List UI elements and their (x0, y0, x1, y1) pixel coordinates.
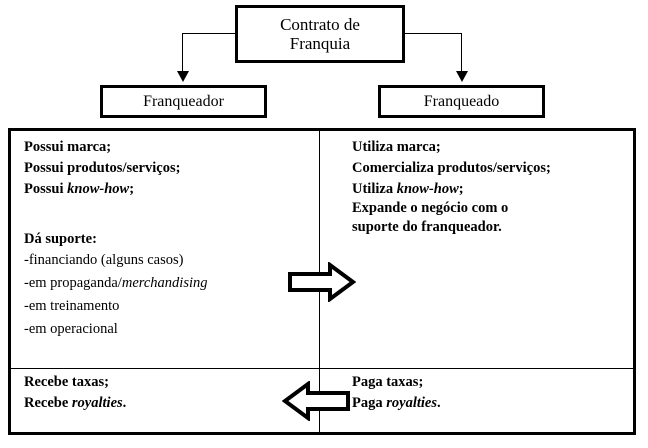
know-how-suffix: ; (129, 181, 135, 197)
support-heading: Dá suporte: (24, 231, 97, 247)
connector-left-arrowhead-icon (177, 71, 189, 82)
connector-right-horizontal (404, 33, 462, 34)
list-item: -em propaganda/merchandising (24, 276, 309, 299)
support-media-term: merchandising (121, 275, 208, 291)
know-how-term: know-how (396, 181, 459, 197)
royalties-suffix: . (436, 395, 441, 411)
list-item: Possui marca; (24, 139, 112, 155)
franqueador-box: Franqueador (100, 85, 267, 118)
list-item: suporte do franqueador. (352, 219, 502, 235)
know-how-prefix: Possui (24, 181, 68, 197)
list-item: Utiliza marca; (352, 139, 441, 155)
connector-right-arrowhead-icon (456, 71, 468, 82)
royalties-prefix: Recebe (24, 395, 72, 411)
list-item: Paga taxas; (352, 374, 424, 390)
contract-title-line-1: Contrato de (280, 14, 360, 34)
contract-title-line-2: Franquia (289, 34, 351, 53)
panel-horizontal-divider (11, 368, 633, 369)
franqueador-attributes-list: Possui marca; Possui produtos/serviços; … (24, 140, 304, 203)
know-how-term: know-how (67, 181, 130, 197)
connector-right-vertical (461, 33, 462, 72)
contract-title-text: Contrato de Franquia (280, 15, 360, 53)
franqueador-box-label: Franqueador (143, 92, 224, 110)
franqueado-payment-list: Paga taxas; Paga royalties. (352, 375, 612, 417)
list-item: -em operacional (24, 321, 118, 337)
royalties-suffix: . (122, 395, 127, 411)
list-item: Possui produtos/serviços; (24, 160, 181, 176)
franqueado-attributes-list: Utiliza marca; Comercializa produtos/ser… (352, 140, 622, 239)
list-item: Possui know-how; (24, 182, 304, 203)
contract-title-box: Contrato de Franquia (235, 5, 405, 63)
flow-arrow-left-icon (281, 380, 350, 426)
support-media-prefix: -em propaganda/ (24, 275, 122, 291)
connector-left-vertical (182, 33, 183, 72)
list-item: -em treinamento (24, 298, 120, 314)
franqueado-box: Franqueado (378, 85, 545, 118)
know-how-suffix: ; (458, 181, 464, 197)
list-item: Utiliza know-how; (352, 182, 622, 201)
royalties-term: royalties (386, 395, 437, 411)
list-item: Paga royalties. (352, 396, 612, 417)
franqueador-revenue-list: Recebe taxas; Recebe royalties. (24, 375, 294, 417)
connector-left-horizontal (182, 33, 236, 34)
franqueador-support-list: Dá suporte: -financiando (alguns casos) … (24, 232, 309, 345)
list-item: Recebe taxas; (24, 374, 109, 390)
list-item: Comercializa produtos/serviços; (352, 160, 551, 176)
list-item: Recebe royalties. (24, 396, 294, 417)
list-item: -financiando (alguns casos) (24, 252, 184, 268)
know-how-prefix: Utiliza (352, 181, 397, 197)
flow-arrow-right-icon (288, 261, 357, 307)
royalties-prefix: Paga (352, 395, 387, 411)
royalties-term: royalties (71, 395, 123, 411)
franqueado-box-label: Franqueado (423, 92, 500, 110)
list-item: Expande o negócio com o (352, 200, 509, 216)
